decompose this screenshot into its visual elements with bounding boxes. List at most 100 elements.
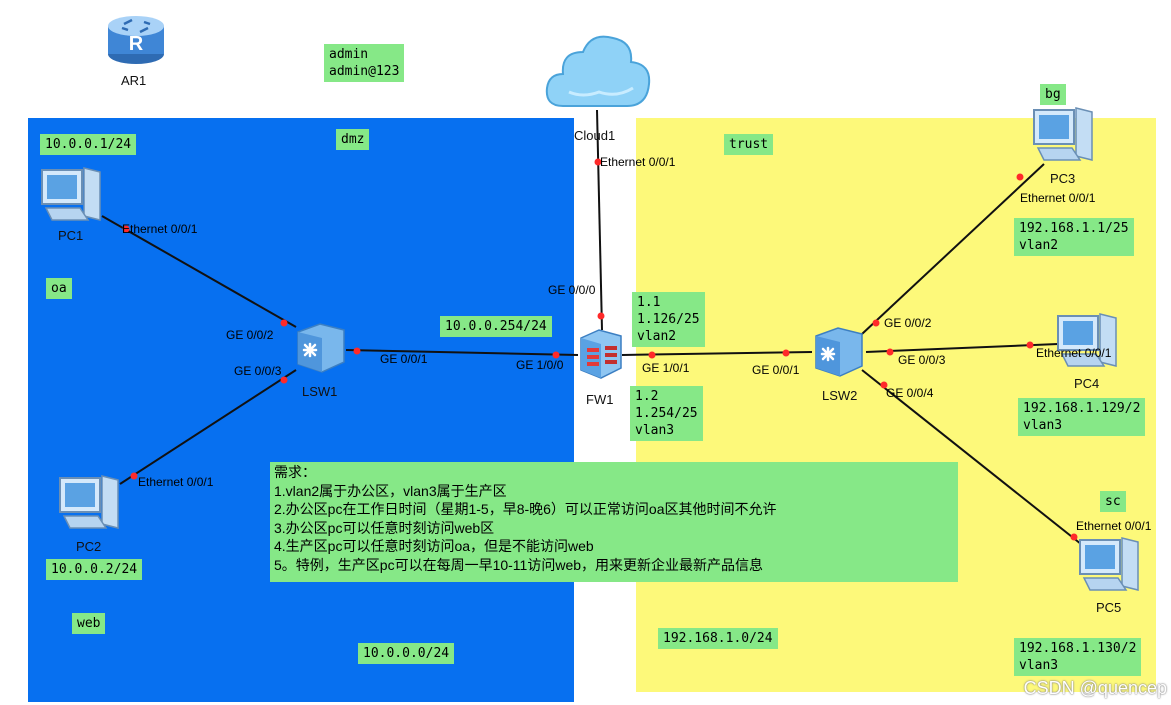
password-text: admin@123	[329, 64, 400, 79]
pc5-ip-line: vlan3	[1019, 658, 1059, 673]
port-label: GE 1/0/1	[642, 361, 690, 375]
watermark: CSDN @quencep	[1023, 678, 1167, 698]
fw-vlan2-line: vlan2	[637, 329, 677, 344]
requirement-item: 2.办公区pc在工作日时间（星期1-5，早8-晚6）可以正常访问oa区其他时间不…	[274, 501, 777, 517]
port-label: GE 0/0/0	[548, 283, 596, 297]
pc-icon	[1057, 313, 1117, 367]
port-label: GE 1/0/0	[516, 358, 564, 372]
pc-icon	[1033, 107, 1093, 161]
switch-icon	[297, 323, 345, 373]
port-dot	[886, 348, 894, 356]
port-label: GE 0/0/2	[884, 316, 932, 330]
requirements-box: 需求： 1.vlan2属于办公区，vlan3属于生产区 2.办公区pc在工作日时…	[270, 462, 958, 582]
port-dot	[880, 381, 888, 389]
port-label: GE 0/0/1	[752, 363, 800, 377]
lsw2-label: LSW2	[822, 388, 858, 403]
pc5-label: PC5	[1096, 600, 1122, 615]
svg-text:R: R	[129, 33, 144, 55]
pc3-ip-line: 192.168.1.1/25	[1019, 221, 1129, 236]
port-dot	[130, 472, 138, 480]
fw-vlan2-line: 1.126/25	[637, 312, 700, 327]
fw-vlan2-label: 1.1 1.126/25 vlan2	[632, 292, 705, 347]
pc3-label: PC3	[1050, 171, 1076, 186]
firewall-icon	[580, 329, 622, 379]
dmz-zone	[28, 118, 574, 702]
port-label: Ethernet 0/0/1	[1020, 191, 1096, 205]
switch-icon	[815, 327, 863, 377]
username-text: admin	[329, 47, 369, 62]
bg-area-label: bg	[1040, 84, 1066, 105]
port-dot	[597, 312, 605, 320]
port-label: Ethernet 0/0/1	[122, 222, 198, 236]
port-label: GE 0/0/1	[380, 352, 428, 366]
port-dot	[1070, 533, 1078, 541]
port-dot	[280, 376, 288, 384]
requirement-item: 4.生产区pc可以任意时刻访问oa，但是不能访问web	[274, 538, 594, 554]
port-label: Ethernet 0/0/1	[138, 475, 214, 489]
pc2-label: PC2	[76, 539, 102, 554]
pc3-ip-line: vlan2	[1019, 238, 1059, 253]
port-dot	[1016, 173, 1024, 181]
link-lsw2-pc3	[861, 163, 1045, 335]
port-label: Ethernet 0/0/1	[600, 155, 676, 169]
port-label: GE 0/0/4	[886, 386, 934, 400]
pc-icon	[1079, 537, 1139, 591]
cloud1-label: Cloud1	[574, 128, 616, 143]
sc-area-label: sc	[1100, 491, 1126, 512]
web-area-label: web	[72, 613, 106, 634]
fw1-label: FW1	[586, 392, 614, 407]
link-lsw1-fw1	[345, 349, 579, 356]
requirement-item: 3.办公区pc可以任意时刻访问web区	[274, 519, 495, 536]
dmz-tag: dmz	[336, 129, 370, 150]
dmz-subnet-label: 10.0.0.0/24	[358, 643, 455, 664]
lsw1-label: LSW1	[302, 384, 338, 399]
pc-icon	[41, 167, 101, 221]
requirement-item: 5。特例，生产区pc可以在每周一早10-11访问web，用来更新企业最新产品信息	[274, 556, 764, 573]
pc2-ip-label: 10.0.0.2/24	[46, 559, 143, 580]
pc5-ip-label: 192.168.1.130/2 vlan3	[1014, 638, 1142, 676]
port-dot	[782, 349, 790, 357]
port-label: Ethernet 0/0/1	[1036, 346, 1112, 360]
pc4-ip-line: 192.168.1.129/2	[1023, 401, 1141, 416]
port-dot	[353, 347, 361, 355]
port-dot	[648, 351, 656, 359]
fw-vlan2-line: 1.1	[637, 295, 661, 310]
pc3-ip-label: 192.168.1.1/25 vlan2	[1014, 218, 1134, 256]
link-lsw2-pc4	[865, 343, 1059, 353]
pc1-label: PC1	[58, 228, 84, 243]
link-cloud-fw1	[596, 109, 603, 331]
fw-vlan3-line: 1.2	[635, 389, 659, 404]
trust-tag: trust	[724, 134, 774, 155]
credentials-note: admin admin@123	[324, 44, 405, 82]
link-lsw2-pc5	[861, 369, 1087, 549]
fw-dmz-ip-label: 10.0.0.254/24	[440, 316, 552, 337]
oa-area-label: oa	[46, 278, 72, 299]
port-label: Ethernet 0/0/1	[1076, 519, 1152, 533]
fw-vlan3-label: 1.2 1.254/25 vlan3	[630, 386, 703, 441]
fw-vlan3-line: 1.254/25	[635, 406, 698, 421]
port-label: GE 0/0/2	[226, 328, 274, 342]
port-dot	[1026, 341, 1034, 349]
pc4-ip-label: 192.168.1.129/2 vlan3	[1018, 398, 1146, 436]
link-pc2-lsw1	[119, 369, 297, 485]
port-dot	[280, 319, 288, 327]
requirements-title: 需求：	[274, 464, 316, 480]
pc5-ip-line: 192.168.1.130/2	[1019, 641, 1137, 656]
link-pc1-lsw1	[101, 215, 297, 328]
trust-subnet-label: 192.168.1.0/24	[658, 628, 778, 649]
requirement-item: 1.vlan2属于办公区，vlan3属于生产区	[274, 482, 507, 499]
port-label: GE 0/0/3	[234, 364, 282, 378]
pc-icon	[59, 475, 119, 529]
cloud-icon	[545, 35, 651, 107]
port-dot	[122, 225, 130, 233]
pc4-label: PC4	[1074, 376, 1100, 391]
pc1-ip-label: 10.0.0.1/24	[40, 134, 137, 155]
port-label: GE 0/0/3	[898, 353, 946, 367]
ar1-label: AR1	[121, 73, 147, 88]
port-dot	[594, 158, 602, 166]
port-dot	[552, 351, 560, 359]
pc4-ip-line: vlan3	[1023, 418, 1063, 433]
router-icon: R	[108, 16, 164, 64]
fw-vlan3-line: vlan3	[635, 423, 675, 438]
